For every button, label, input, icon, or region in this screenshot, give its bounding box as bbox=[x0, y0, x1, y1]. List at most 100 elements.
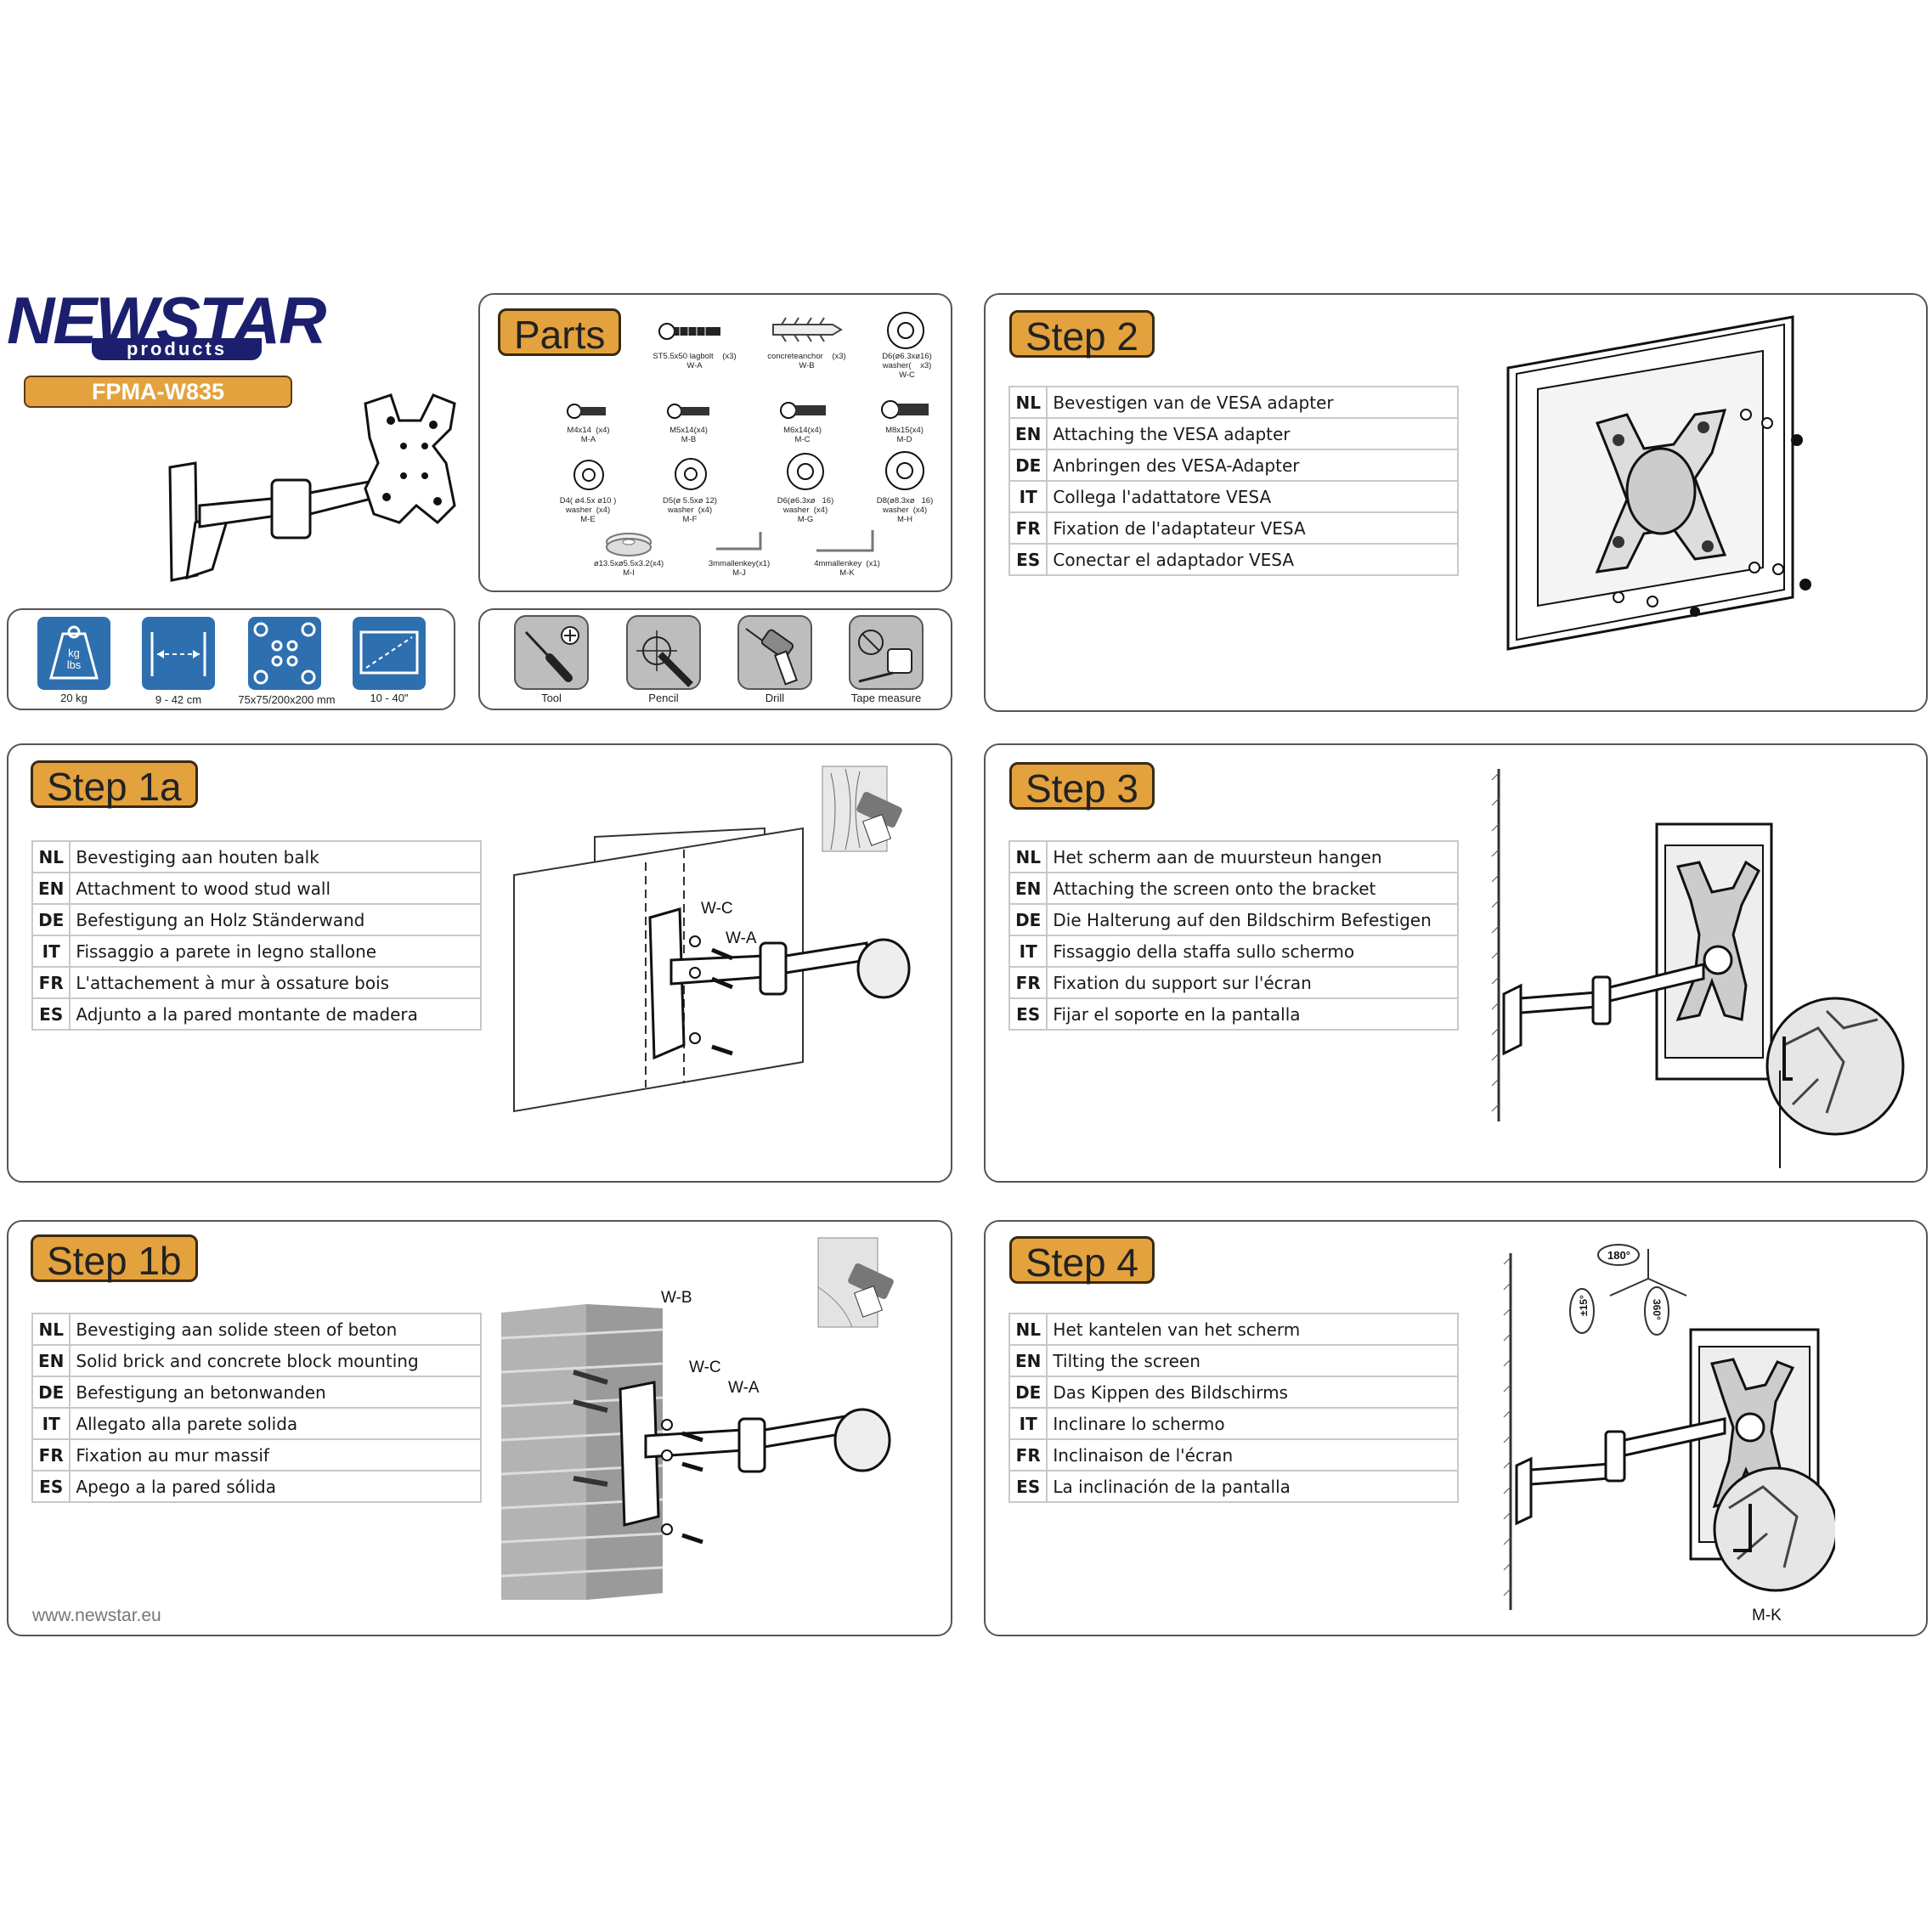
lang-text: Adjunto a la pared montante de madera bbox=[69, 997, 483, 1031]
screwdriver-icon bbox=[514, 615, 589, 690]
lang-code: IT bbox=[1008, 935, 1048, 968]
step1a-title: Step 1a bbox=[31, 760, 198, 809]
lang-code: NL bbox=[31, 840, 71, 873]
lang-text: Die Halterung auf den Bildschirm Befesti… bbox=[1046, 903, 1460, 936]
lang-code: DE bbox=[1008, 903, 1048, 936]
screw-icon bbox=[567, 404, 606, 419]
callout-wb: W-B bbox=[661, 1289, 692, 1307]
lang-code: EN bbox=[1008, 1344, 1048, 1377]
lang-text: Bevestiging aan houten balk bbox=[69, 840, 483, 873]
part-label-mh: D8(ø8.3xø 16) washer (x4) M-H bbox=[876, 496, 934, 524]
lang-text: La inclinación de la pantalla bbox=[1046, 1470, 1460, 1503]
lang-code: NL bbox=[31, 1313, 71, 1346]
step4-title: Step 4 bbox=[1009, 1236, 1155, 1285]
lang-text: Befestigung an betonwanden bbox=[69, 1376, 483, 1409]
lang-code: IT bbox=[31, 1407, 71, 1440]
step2-title: Step 2 bbox=[1009, 310, 1155, 359]
spec-weight-label: 20 kg bbox=[60, 692, 88, 704]
screw-icon bbox=[667, 404, 709, 419]
lang-code: DE bbox=[1008, 1376, 1048, 1409]
part-label-me: D4( ø4.5x ø10 ) washer (x4) M-E bbox=[559, 496, 617, 524]
lang-code: FR bbox=[1008, 511, 1048, 545]
lang-text: Collega l'adattatore VESA bbox=[1046, 480, 1460, 513]
model-badge: FPMA-W835 bbox=[24, 376, 292, 408]
lang-text: Attachment to wood stud wall bbox=[69, 872, 483, 905]
lang-text: L'attachement à mur à ossature bois bbox=[69, 966, 483, 999]
spec-vesa-label: 75x75/200x200 mm bbox=[238, 693, 336, 706]
callout-mk: M-K bbox=[1752, 1607, 1782, 1624]
part-label-mg: D6(ø6.3xø 16) washer (x4) M-G bbox=[777, 496, 834, 524]
tool-label-drill: Drill bbox=[765, 692, 785, 704]
allen-key-icon bbox=[816, 530, 874, 552]
lang-text: Bevestigen van de VESA adapter bbox=[1046, 386, 1460, 419]
part-label-md: M8x15(x4) M-D bbox=[885, 426, 924, 444]
step3-title: Step 3 bbox=[1009, 762, 1155, 811]
lang-text: Tilting the screen bbox=[1046, 1344, 1460, 1377]
lang-text: Befestigung an Holz Ständerwand bbox=[69, 903, 483, 936]
step2-illustration bbox=[1506, 315, 1811, 651]
product-illustration bbox=[168, 393, 456, 582]
logo-sub-banner bbox=[92, 338, 262, 360]
angle-180: 180° bbox=[1607, 1249, 1630, 1262]
callout-wc: W-C bbox=[689, 1359, 721, 1376]
lang-code: EN bbox=[1008, 417, 1048, 450]
lagbolt-icon bbox=[658, 323, 720, 340]
pencil-icon bbox=[626, 615, 701, 690]
lang-code: FR bbox=[31, 1438, 71, 1472]
step1b-illustration: W-B W-C W-A bbox=[500, 1237, 894, 1600]
lang-text: Attaching the VESA adapter bbox=[1046, 417, 1460, 450]
lang-code: FR bbox=[1008, 1438, 1048, 1472]
step3-illustration bbox=[1491, 769, 1905, 1168]
svg-text:lbs: lbs bbox=[67, 658, 82, 671]
lang-code: ES bbox=[31, 1470, 71, 1503]
part-label-wc: D6(ø6.3xø16) washer( x3) W-C bbox=[882, 352, 932, 380]
lang-text: Das Kippen des Bildschirms bbox=[1046, 1376, 1460, 1409]
washer-icon bbox=[885, 451, 924, 490]
lang-text: Het kantelen van het scherm bbox=[1046, 1313, 1460, 1346]
drill-icon bbox=[737, 615, 812, 690]
lang-text: Fissaggio della staffa sullo schermo bbox=[1046, 935, 1460, 968]
lang-text: Fixation de l'adaptateur VESA bbox=[1046, 511, 1460, 545]
svg-text:kg: kg bbox=[68, 647, 80, 659]
callout-wa: W-A bbox=[726, 929, 757, 947]
allen-key-icon bbox=[716, 532, 762, 551]
spec-extension-label: 9 - 42 cm bbox=[155, 693, 202, 706]
vesa-pattern-icon bbox=[248, 617, 321, 690]
tool-label-pencil: Pencil bbox=[648, 692, 679, 704]
part-label-mj: 3mmallenkey(x1) M-J bbox=[708, 559, 771, 578]
brand-logo: NEWSTAR products bbox=[7, 287, 327, 364]
lang-text: Fixation au mur massif bbox=[69, 1438, 483, 1472]
lang-code: EN bbox=[1008, 872, 1048, 905]
washer-icon bbox=[887, 312, 924, 349]
parts-title: Parts bbox=[498, 308, 622, 357]
lang-code: ES bbox=[31, 997, 71, 1031]
step1b-title: Step 1b bbox=[31, 1234, 198, 1283]
part-label-mc: M6x14(x4) M-C bbox=[783, 426, 822, 444]
part-label-mk: 4mmallenkey (x1) M-K bbox=[814, 559, 880, 578]
tool-label-tape: Tape measure bbox=[850, 692, 922, 704]
part-label-wb: concreteanchor (x3) W-B bbox=[767, 352, 846, 370]
screw-icon bbox=[881, 400, 929, 419]
lang-code: DE bbox=[1008, 449, 1048, 482]
washer-icon bbox=[787, 453, 824, 490]
lang-code: IT bbox=[31, 935, 71, 968]
lang-text: Apego a la pared sólida bbox=[69, 1470, 483, 1503]
lang-code: FR bbox=[31, 966, 71, 999]
